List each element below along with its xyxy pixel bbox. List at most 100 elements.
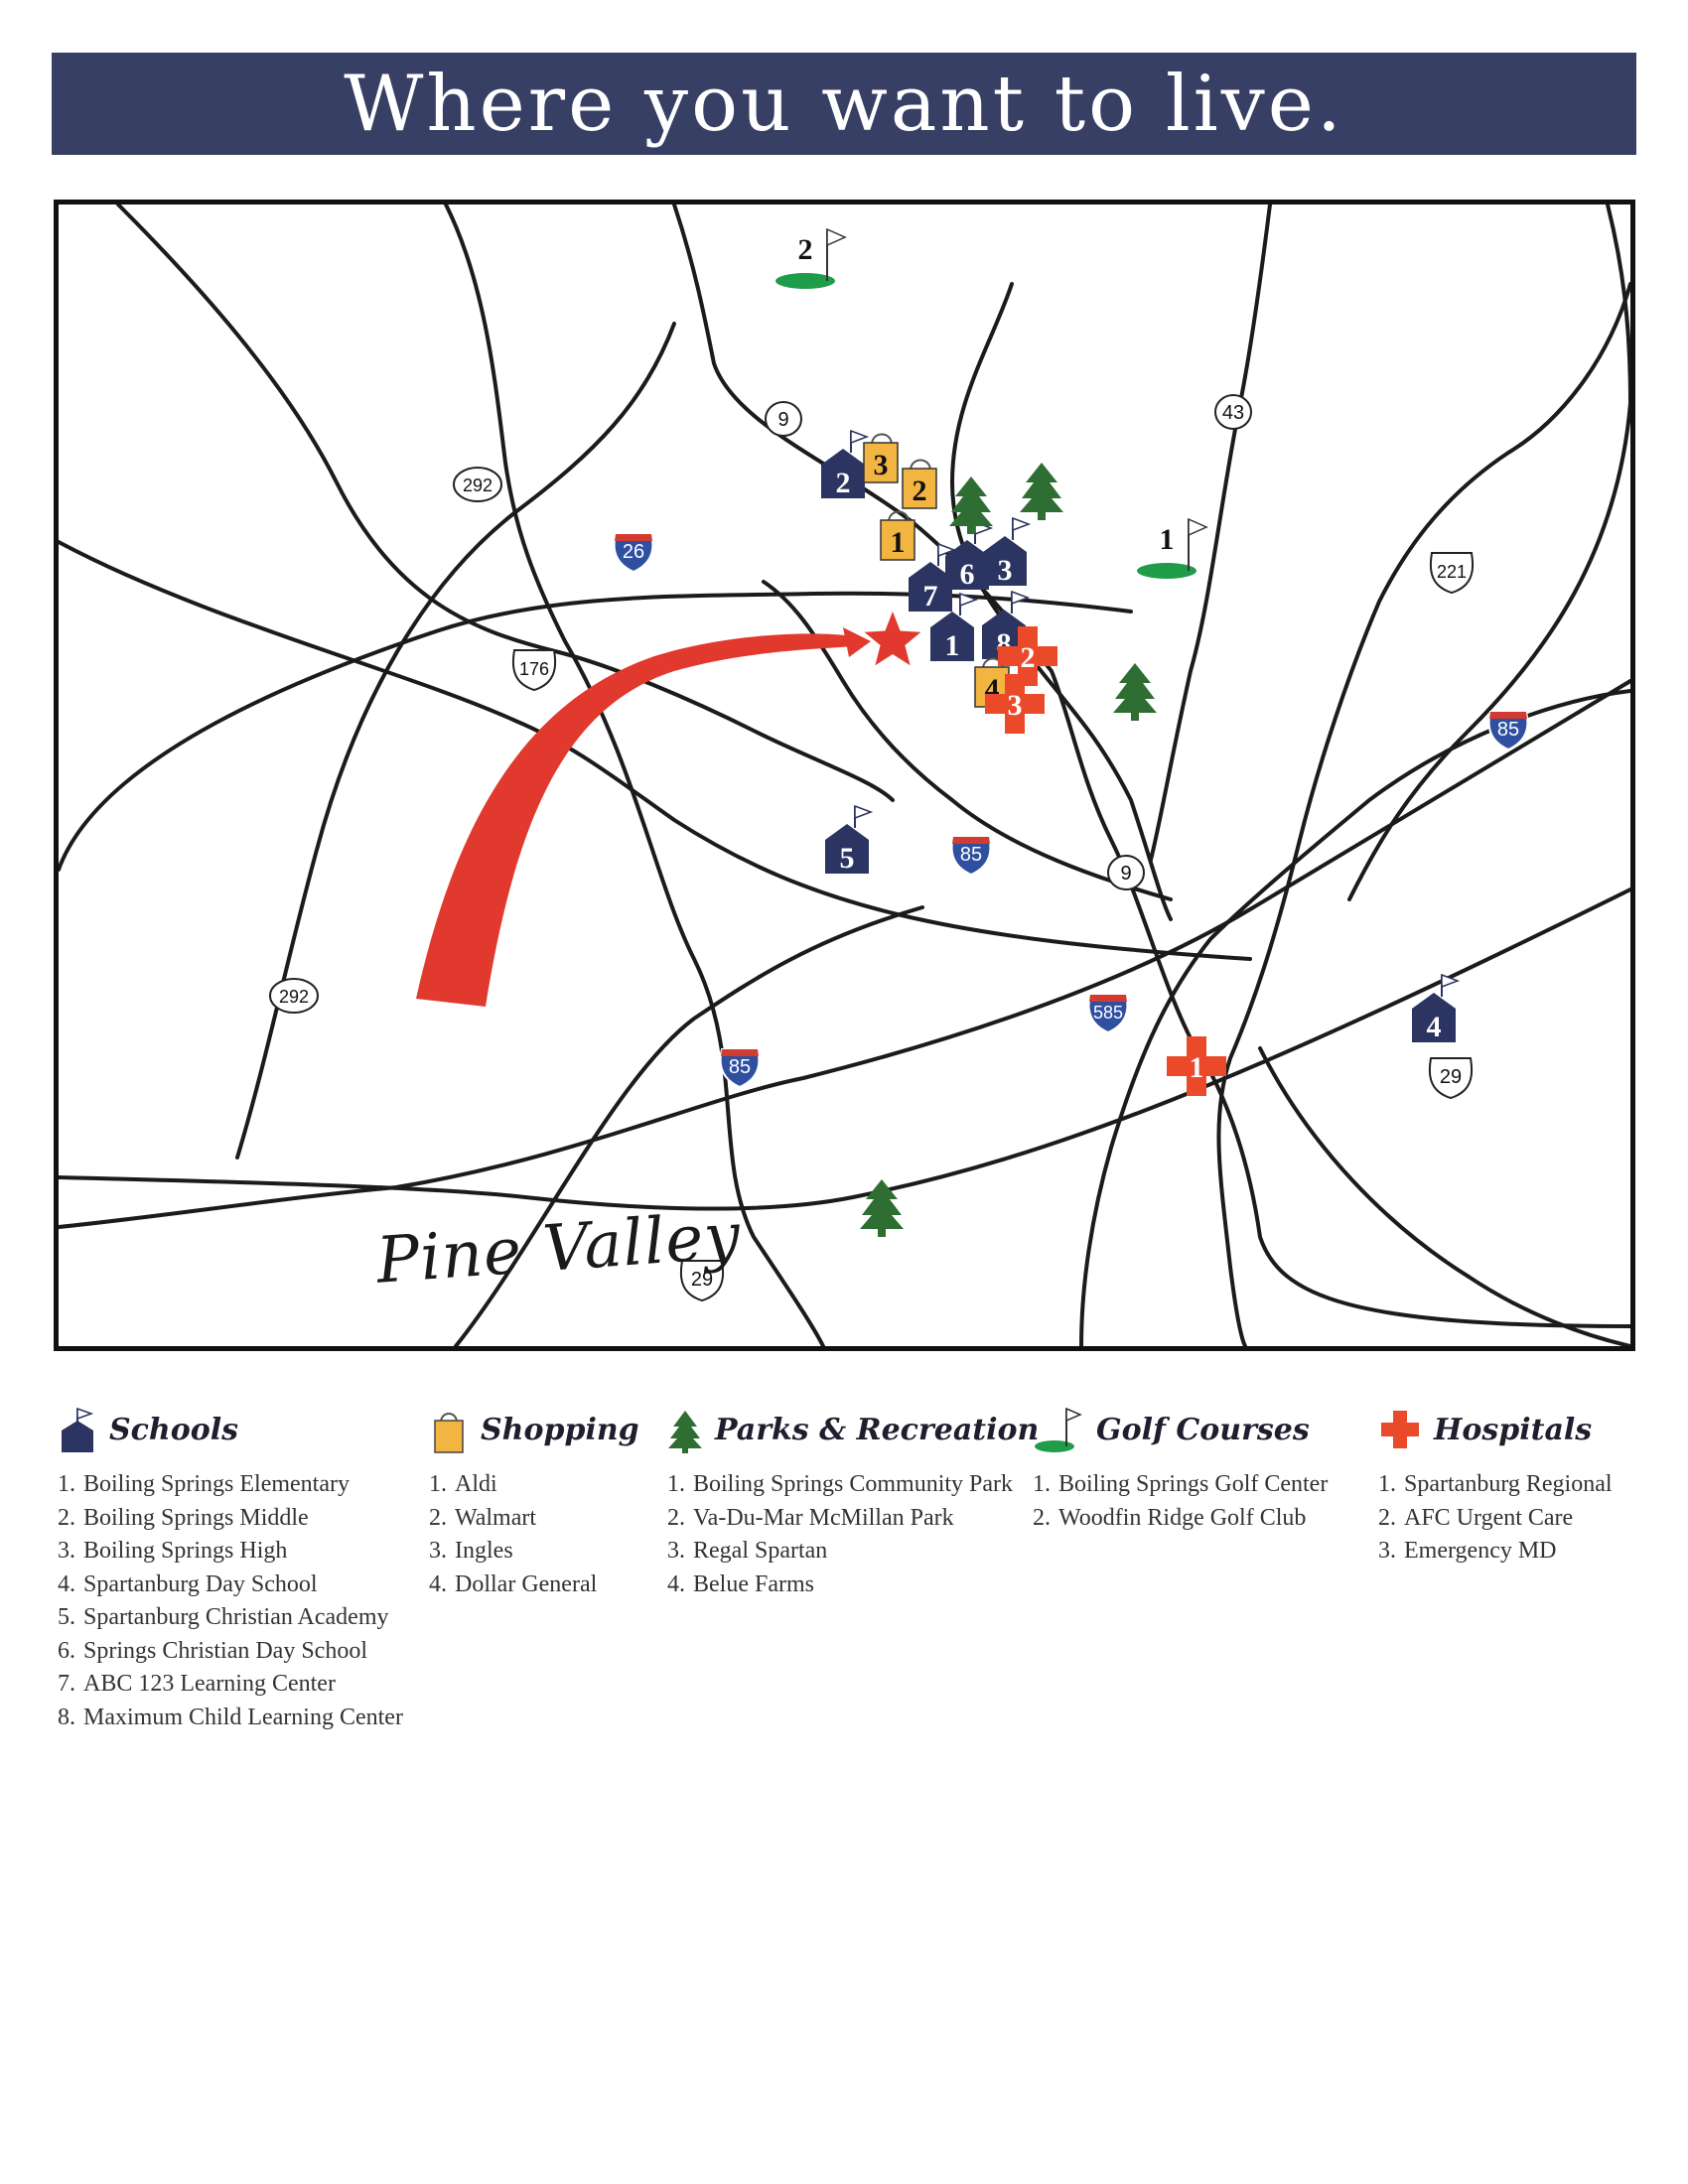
legend-item-number: 1. bbox=[1033, 1471, 1051, 1497]
route-number: 43 bbox=[1222, 402, 1244, 424]
putting-green bbox=[1137, 563, 1196, 579]
legend-item-number: 3. bbox=[667, 1538, 685, 1564]
golf-marker[interactable]: 2 bbox=[775, 227, 847, 289]
marker-number: 2 bbox=[1021, 641, 1036, 674]
marker-number: 2 bbox=[913, 475, 927, 507]
legend-item-number: 2. bbox=[667, 1504, 685, 1531]
hospitals-marker[interactable]: 3 bbox=[985, 674, 1045, 734]
schools-marker[interactable]: 3 bbox=[983, 516, 1032, 587]
route-number: 9 bbox=[1120, 863, 1131, 885]
marker-number: 2 bbox=[798, 233, 813, 266]
parks-marker[interactable]: 2 bbox=[1020, 463, 1063, 520]
legend-item-number: 2. bbox=[1378, 1504, 1396, 1531]
medical-cross-icon bbox=[1167, 1036, 1226, 1096]
marker-number: 3 bbox=[998, 554, 1013, 587]
legend-item-name: Va-Du-Mar McMillan Park bbox=[693, 1504, 954, 1531]
marker-number: 2 bbox=[836, 467, 851, 499]
legend-item-name: Aldi bbox=[455, 1471, 497, 1497]
legend-item: 1. Boiling Springs Golf Center bbox=[1033, 1468, 1328, 1502]
schools-marker[interactable]: 7 bbox=[909, 542, 957, 613]
marker-number: 4 bbox=[1128, 677, 1143, 710]
parks-marker[interactable]: 3 bbox=[860, 1179, 904, 1237]
shopping-marker[interactable]: 1 bbox=[880, 510, 915, 561]
legend-golf: Golf Courses 1. Boiling Springs Golf Cent… bbox=[1033, 1405, 1328, 1535]
legend-title: Golf Courses bbox=[1096, 1412, 1310, 1447]
legend-item: 2.AFC Urgent Care bbox=[1378, 1502, 1613, 1536]
medical-cross-icon bbox=[998, 626, 1057, 686]
legend-item-number: 3. bbox=[1378, 1538, 1396, 1564]
route-shield-interstate: 585 bbox=[1087, 994, 1129, 1034]
parks-marker[interactable]: 1 bbox=[949, 477, 993, 534]
legend-title: Hospitals bbox=[1434, 1412, 1593, 1447]
road bbox=[59, 679, 1630, 1229]
legend-item-name: Boiling Springs Golf Center bbox=[1058, 1471, 1329, 1497]
schools-marker[interactable]: 1 bbox=[930, 592, 979, 662]
route-number: 176 bbox=[519, 659, 549, 679]
legend-item-number: 1. bbox=[58, 1471, 75, 1497]
putting-green bbox=[775, 273, 835, 289]
legend-item: 2.Boiling Springs Middle bbox=[58, 1502, 403, 1536]
route-shield-state: 43 bbox=[1214, 394, 1252, 430]
route-number: 26 bbox=[623, 541, 644, 563]
shopping-marker[interactable]: 3 bbox=[863, 433, 899, 483]
legend-item-name: Woodfin Ridge Golf Club bbox=[1058, 1504, 1307, 1531]
schoolhouse-icon bbox=[909, 562, 952, 612]
route-shield-us: 29 bbox=[679, 1260, 725, 1302]
road bbox=[1347, 205, 1630, 901]
marker-number: 3 bbox=[875, 1193, 890, 1226]
legend-item-name: ABC 123 Learning Center bbox=[83, 1671, 336, 1697]
shopping-marker[interactable]: 2 bbox=[902, 459, 937, 509]
legend-item-name: Spartanburg Christian Academy bbox=[83, 1604, 389, 1630]
schools-marker[interactable]: 2 bbox=[821, 429, 870, 499]
legend-item-number: 2. bbox=[429, 1504, 447, 1531]
marker-number: 6 bbox=[960, 558, 975, 591]
legend-item-number: 8. bbox=[58, 1704, 75, 1730]
title-banner: Where you want to live. bbox=[52, 53, 1636, 155]
legend-item-name: Ingles bbox=[455, 1538, 513, 1564]
road bbox=[454, 905, 924, 1346]
pine-tree-icon bbox=[1020, 463, 1063, 512]
legend-item-number: 2. bbox=[58, 1504, 75, 1531]
red-arrow bbox=[416, 633, 855, 1007]
road bbox=[59, 887, 1630, 1211]
hospitals-marker[interactable]: 2 bbox=[998, 626, 1057, 686]
parks-marker[interactable]: 4 bbox=[1113, 663, 1157, 721]
road bbox=[59, 591, 1133, 872]
legend-item: 5. Spartanburg Christian Academy bbox=[58, 1601, 403, 1635]
schoolhouse-icon bbox=[945, 540, 989, 590]
road-network bbox=[59, 205, 1630, 1346]
legend-item-number: 3. bbox=[58, 1538, 75, 1564]
legend-item: 1.Boiling Springs Elementary bbox=[58, 1468, 403, 1502]
pine-tree-icon bbox=[1113, 663, 1157, 713]
road bbox=[1079, 689, 1630, 1346]
legend-item-name: Dollar General bbox=[455, 1570, 598, 1597]
hospitals-marker[interactable]: 1 bbox=[1167, 1036, 1226, 1096]
legend-title: Schools bbox=[109, 1412, 239, 1447]
legend-item-number: 5. bbox=[58, 1604, 75, 1630]
legend-item-number: 4. bbox=[667, 1570, 685, 1597]
legend-item-name: Spartanburg Day School bbox=[83, 1570, 318, 1597]
schools-marker[interactable]: 4 bbox=[1412, 973, 1461, 1043]
marker-number: 1 bbox=[945, 629, 960, 662]
legend-item-number: 1. bbox=[667, 1471, 685, 1497]
route-number: 85 bbox=[960, 844, 982, 866]
schoolhouse-icon bbox=[821, 449, 865, 498]
golf-flag-icon bbox=[826, 227, 847, 247]
schoolhouse-icon bbox=[930, 612, 974, 661]
road bbox=[762, 580, 1173, 901]
legend-item-name: Regal Spartan bbox=[693, 1538, 828, 1564]
route-number: 221 bbox=[1437, 562, 1467, 582]
route-shield-state: 292 bbox=[269, 978, 319, 1014]
marker-number: 3 bbox=[874, 449, 889, 481]
legend-item: 1.Aldi bbox=[429, 1468, 639, 1502]
pine-tree-icon bbox=[949, 477, 993, 526]
legend-item: 3.Boiling Springs High bbox=[58, 1535, 403, 1569]
schools-marker[interactable]: 5 bbox=[825, 804, 874, 875]
golf-marker[interactable]: 1 bbox=[1137, 517, 1208, 579]
route-shield-us: 221 bbox=[1429, 552, 1475, 595]
route-shield-us: 29 bbox=[1428, 1057, 1474, 1100]
